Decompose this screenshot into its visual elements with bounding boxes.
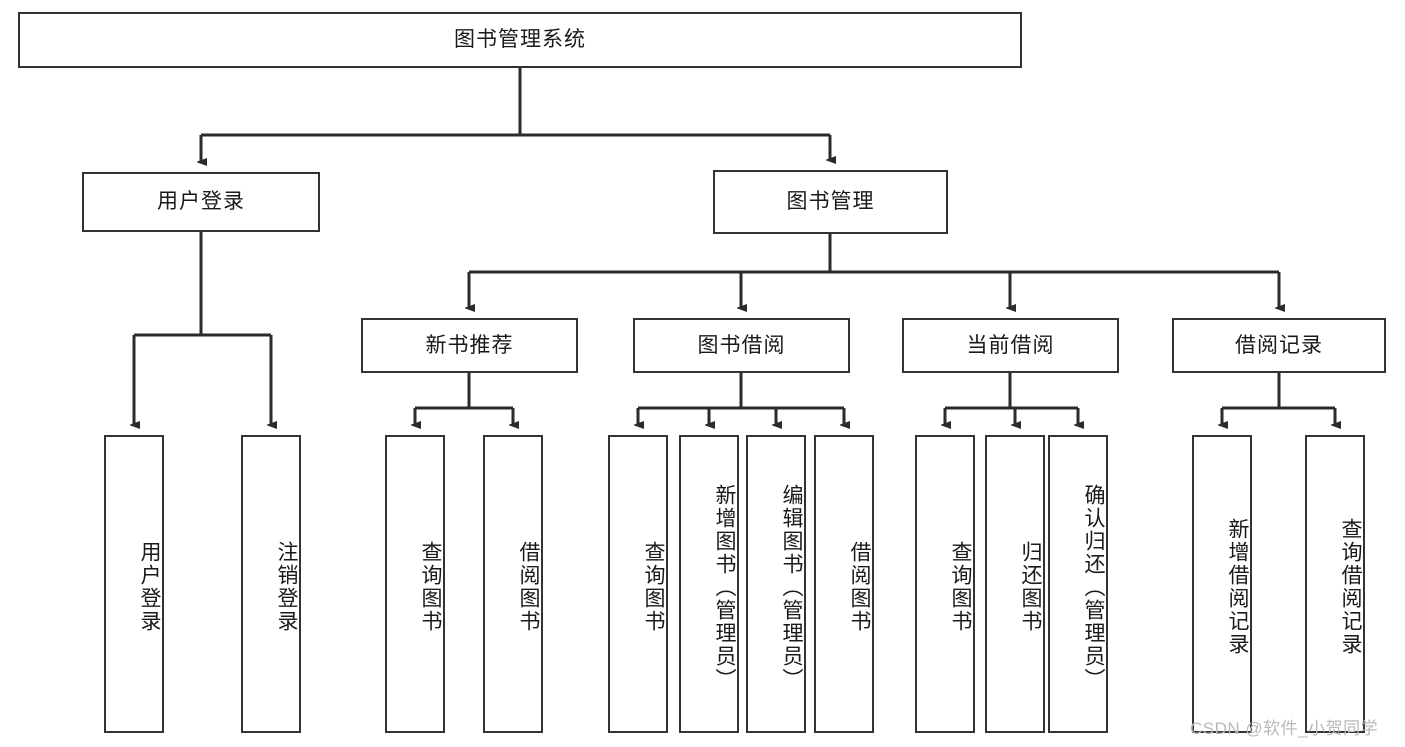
leaf-label: 编辑图书（管理员） xyxy=(780,483,803,691)
leaf-label: 新增借阅记录 xyxy=(1226,518,1249,656)
leaf-query-book-1[interactable]: 查询图书 xyxy=(385,435,445,733)
leaf-confirm-return[interactable]: 确认归还（管理员） xyxy=(1048,435,1108,733)
node-book-manage-label: 图书管理 xyxy=(786,190,875,214)
leaf-user-logout[interactable]: 注销登录 xyxy=(241,435,301,733)
leaf-add-book[interactable]: 新增图书（管理员） xyxy=(679,435,739,733)
node-root[interactable]: 图书管理系统 xyxy=(18,12,1022,68)
node-user-login-label: 用户登录 xyxy=(157,190,245,214)
leaf-borrow-book-2[interactable]: 借阅图书 xyxy=(814,435,874,733)
leaf-label: 查询图书 xyxy=(949,541,972,633)
node-current-borrow[interactable]: 当前借阅 xyxy=(902,318,1119,373)
csdn-watermark: CSDN @软件_小贺同学 xyxy=(1190,719,1379,738)
leaf-edit-book[interactable]: 编辑图书（管理员） xyxy=(746,435,806,733)
node-borrow-record-label: 借阅记录 xyxy=(1235,333,1323,357)
leaf-label: 借阅图书 xyxy=(848,541,871,633)
node-user-login[interactable]: 用户登录 xyxy=(82,172,320,232)
leaf-add-record[interactable]: 新增借阅记录 xyxy=(1192,435,1252,733)
leaf-label: 借阅图书 xyxy=(517,541,540,633)
leaf-return-book[interactable]: 归还图书 xyxy=(985,435,1045,733)
node-book-manage[interactable]: 图书管理 xyxy=(713,170,948,234)
leaf-label: 查询借阅记录 xyxy=(1339,518,1362,656)
node-new-book-rec[interactable]: 新书推荐 xyxy=(361,318,578,373)
leaf-label: 查询图书 xyxy=(419,541,442,633)
node-current-borrow-label: 当前借阅 xyxy=(966,333,1055,357)
leaf-label: 查询图书 xyxy=(642,541,665,633)
leaf-label: 注销登录 xyxy=(275,541,298,633)
leaf-user-login[interactable]: 用户登录 xyxy=(104,435,164,733)
leaf-borrow-book-1[interactable]: 借阅图书 xyxy=(483,435,543,733)
node-book-borrow-label: 图书借阅 xyxy=(697,333,786,357)
leaf-query-record[interactable]: 查询借阅记录 xyxy=(1305,435,1365,733)
node-book-borrow[interactable]: 图书借阅 xyxy=(633,318,850,373)
node-borrow-record[interactable]: 借阅记录 xyxy=(1172,318,1386,373)
leaf-label: 新增图书（管理员） xyxy=(713,483,736,691)
node-new-book-rec-label: 新书推荐 xyxy=(425,333,514,357)
leaf-label: 归还图书 xyxy=(1019,541,1042,633)
leaf-query-book-3[interactable]: 查询图书 xyxy=(915,435,975,733)
leaf-query-book-2[interactable]: 查询图书 xyxy=(608,435,668,733)
leaf-label: 确认归还（管理员） xyxy=(1082,483,1105,691)
leaf-label: 用户登录 xyxy=(138,541,161,633)
node-root-label: 图书管理系统 xyxy=(454,28,586,52)
